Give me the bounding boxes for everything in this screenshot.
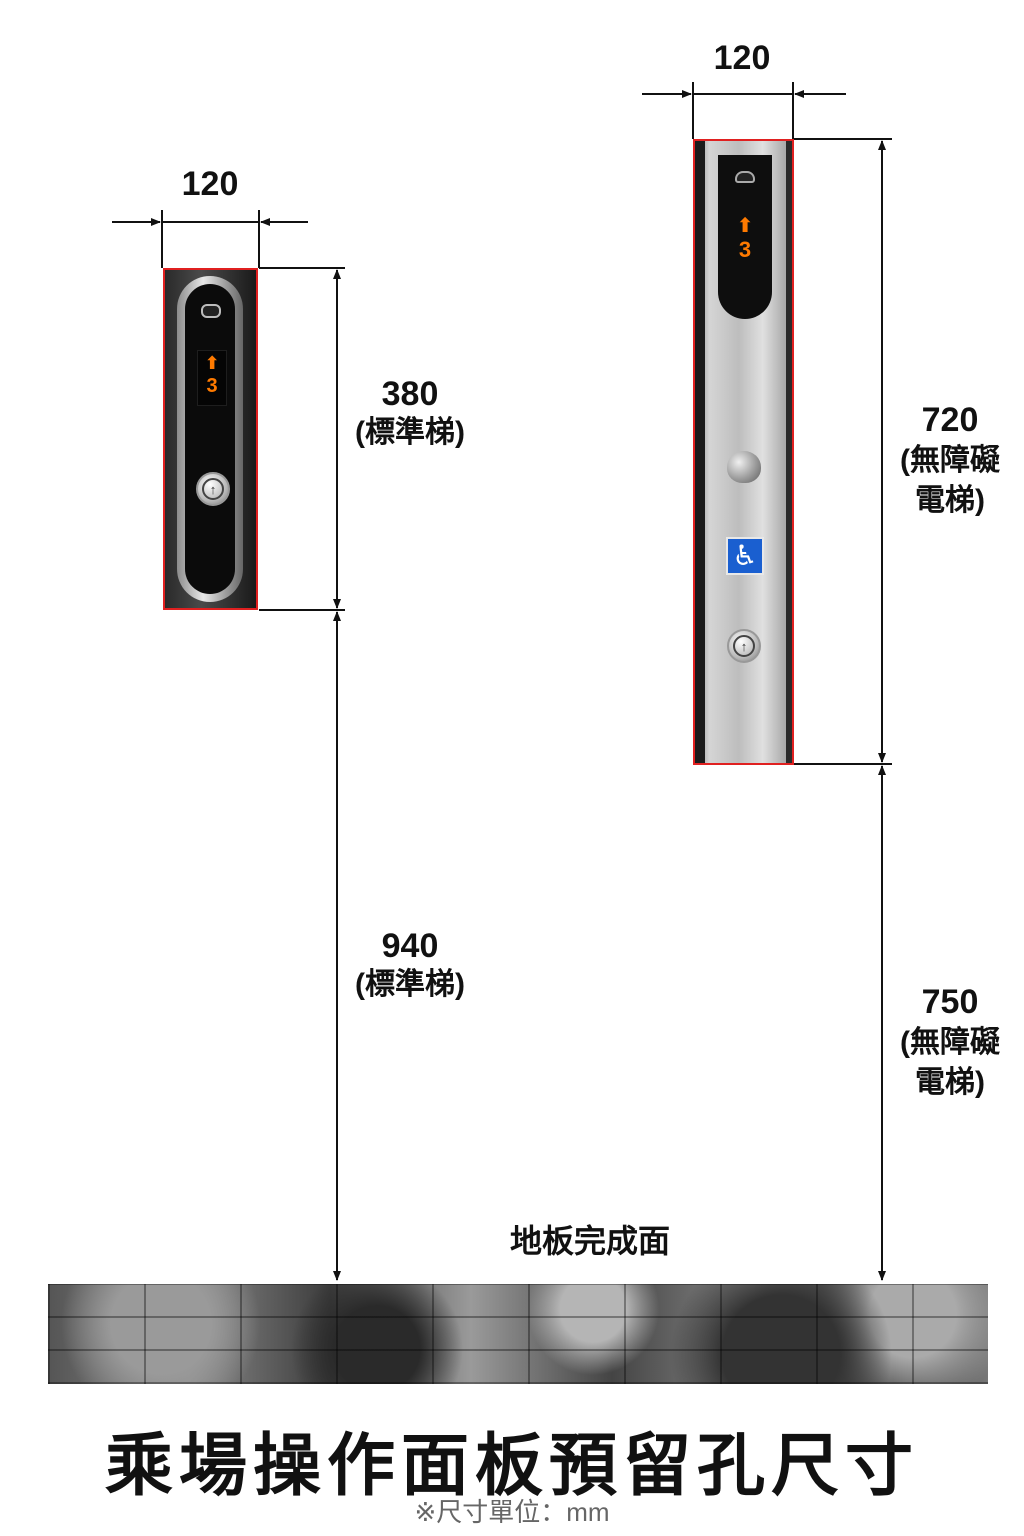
accessible-width-label: 120 — [682, 38, 802, 79]
standard-height-note: (標準梯) — [355, 415, 465, 449]
accessible-height-value: 720 — [921, 401, 979, 439]
standard-floor-distance-value: 940 — [381, 927, 439, 965]
standard-floor-distance-note: (標準梯) — [355, 967, 465, 1001]
standard-width-label: 120 — [150, 164, 270, 205]
hall-call-button: ↑ — [727, 629, 761, 663]
floor-display: ⬆ 3 — [197, 350, 227, 406]
panel-edge-right — [786, 141, 792, 763]
hall-call-button: ↑ — [196, 472, 230, 506]
accessible-floor-distance-label: 750 (無障礙 電梯) — [890, 982, 1010, 1104]
accessible-height-note: (無障礙 電梯) — [900, 443, 1000, 518]
standard-height-label: 380 (標準梯) — [345, 374, 475, 451]
accessible-height-label: 720 (無障礙 電梯) — [890, 400, 1010, 522]
panel-edge-left — [695, 141, 705, 763]
page-title: 乘場操作面板預留孔尺寸 — [104, 1428, 919, 1504]
up-arrow-icon: ↑ — [202, 478, 224, 500]
up-arrow-icon: ↑ — [733, 635, 755, 657]
accessible-floor-distance-value: 750 — [921, 983, 979, 1021]
floor-number: 3 — [738, 237, 752, 262]
up-direction-icon: ⬆ — [736, 215, 754, 237]
braille-key-icon — [727, 451, 761, 483]
wheelchair-icon: ♿ — [726, 537, 764, 575]
floor-number: 3 — [206, 375, 218, 397]
accessible-width-value: 120 — [713, 39, 771, 77]
up-direction-icon: ⬆ — [204, 353, 220, 373]
floor-display: ⬆ 3 — [723, 213, 767, 265]
floor-stone-texture — [48, 1284, 988, 1384]
standard-hall-panel: ⬆ 3 ↑ — [163, 268, 258, 610]
accessible-hall-panel: ⬆ 3 ♿ ↑ — [693, 139, 794, 765]
standard-height-value: 380 — [381, 375, 439, 413]
card-reader-icon — [201, 304, 221, 318]
accessible-floor-distance-note: (無障礙 電梯) — [900, 1025, 1000, 1100]
standard-width-value: 120 — [181, 165, 239, 203]
standard-floor-distance-label: 940 (標準梯) — [345, 926, 475, 1003]
unit-note: ※尺寸單位：mm — [414, 1497, 610, 1527]
panel-inner-face — [185, 284, 235, 594]
finished-floor-label: 地板完成面 — [509, 1223, 670, 1259]
card-reader-icon — [735, 171, 755, 183]
